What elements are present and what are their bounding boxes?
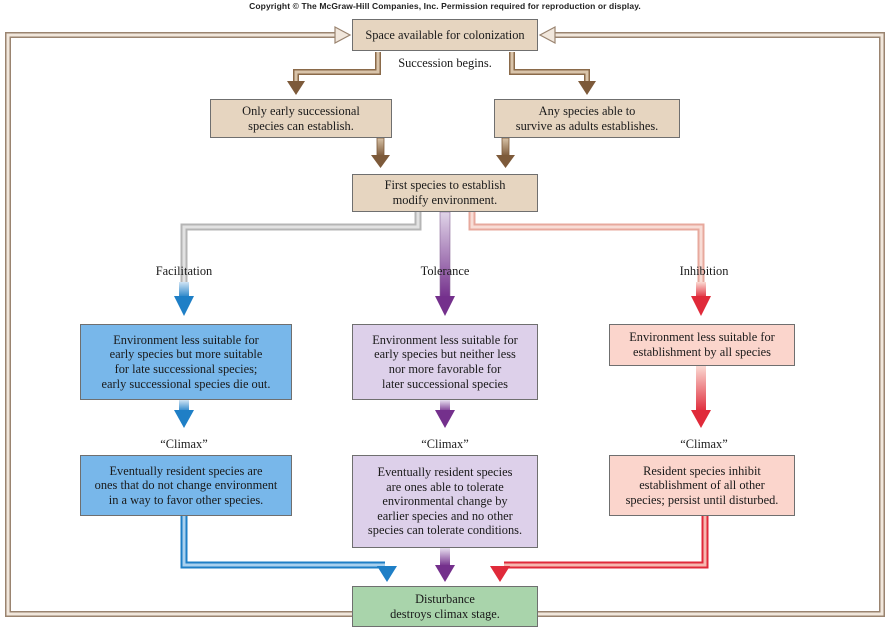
succession-begins-label: Succession begins. bbox=[398, 56, 492, 70]
arrow-space-to-early bbox=[287, 52, 381, 95]
disturbance-box: Disturbance destroys climax stage. bbox=[352, 586, 538, 627]
first-species-box: First species to establish modify enviro… bbox=[352, 174, 538, 212]
arrow-early-to-first bbox=[371, 137, 390, 168]
tolerance-label: Tolerance bbox=[420, 264, 470, 278]
arrow-inhibition-env-to-climax bbox=[691, 366, 711, 428]
arrow-facilitation-result-to-disturbance bbox=[180, 516, 397, 582]
inhibition-label: Inhibition bbox=[679, 264, 729, 278]
feedback-loop-right bbox=[537, 26, 885, 617]
climax-label-facilitation: “Climax” bbox=[160, 437, 208, 451]
arrow-tolerance-result-to-disturbance bbox=[435, 548, 455, 582]
space-available-box: Space available for colonization bbox=[352, 19, 538, 51]
feedback-loop-left bbox=[5, 26, 352, 617]
copyright-notice: Copyright © The McGraw-Hill Companies, I… bbox=[249, 1, 641, 11]
early-species-box: Only early successional species can esta… bbox=[210, 99, 392, 138]
tolerance-environment-box: Environment less suitable for early spec… bbox=[352, 324, 538, 400]
arrow-any-to-first bbox=[496, 137, 515, 168]
arrow-inhibition-result-to-disturbance bbox=[490, 516, 709, 582]
facilitation-label: Facilitation bbox=[155, 264, 213, 278]
inhibition-environment-box: Environment less suitable for establishm… bbox=[609, 324, 795, 366]
arrow-tolerance-env-to-climax bbox=[435, 400, 455, 428]
facilitation-result-box: Eventually resident species are ones tha… bbox=[80, 455, 292, 516]
arrow-facilitation-env-to-climax bbox=[174, 400, 194, 428]
tolerance-result-box: Eventually resident species are ones abl… bbox=[352, 455, 538, 548]
arrow-space-to-any bbox=[509, 52, 596, 95]
arrow-to-inhibition bbox=[468, 212, 711, 316]
climax-label-inhibition: “Climax” bbox=[680, 437, 728, 451]
any-species-box: Any species able to survive as adults es… bbox=[494, 99, 680, 138]
arrow-to-facilitation bbox=[174, 212, 422, 316]
facilitation-environment-box: Environment less suitable for early spec… bbox=[80, 324, 292, 400]
inhibition-result-box: Resident species inhibit establishment o… bbox=[609, 455, 795, 516]
arrow-to-tolerance bbox=[435, 211, 455, 316]
climax-label-tolerance: “Climax” bbox=[421, 437, 469, 451]
